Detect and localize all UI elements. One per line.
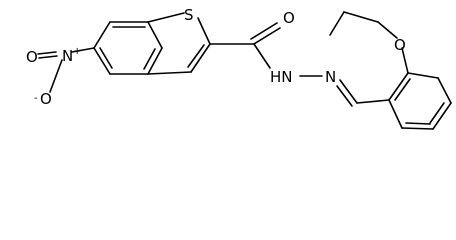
ethoxy-group <box>329 11 409 74</box>
nitro-top-oxygen-label: O <box>26 48 38 66</box>
nitro-group <box>37 47 95 93</box>
carbonyl-oxygen-label: O <box>283 9 295 27</box>
carboxamide-group <box>209 22 281 69</box>
nitro-nitrogen-label: N <box>62 47 73 65</box>
hydrazone-chain <box>299 75 390 107</box>
sulfur-atom-label: S <box>184 6 194 24</box>
nitro-oxide-oxygen-label: O <box>40 90 52 108</box>
benzene-ring-left <box>93 21 163 75</box>
benzene-ring-right <box>388 72 452 130</box>
molecule-diagram: S O HN N O N + O O - <box>26 6 452 130</box>
hydrazone-nitrogen-label: N <box>325 68 336 86</box>
thiophene-ring <box>147 12 211 75</box>
nitro-nitrogen-charge: + <box>73 46 81 57</box>
hydrazide-nh-label: HN <box>270 68 293 86</box>
nitro-oxide-charge: - <box>34 93 38 104</box>
ether-oxygen-label: O <box>394 36 406 54</box>
